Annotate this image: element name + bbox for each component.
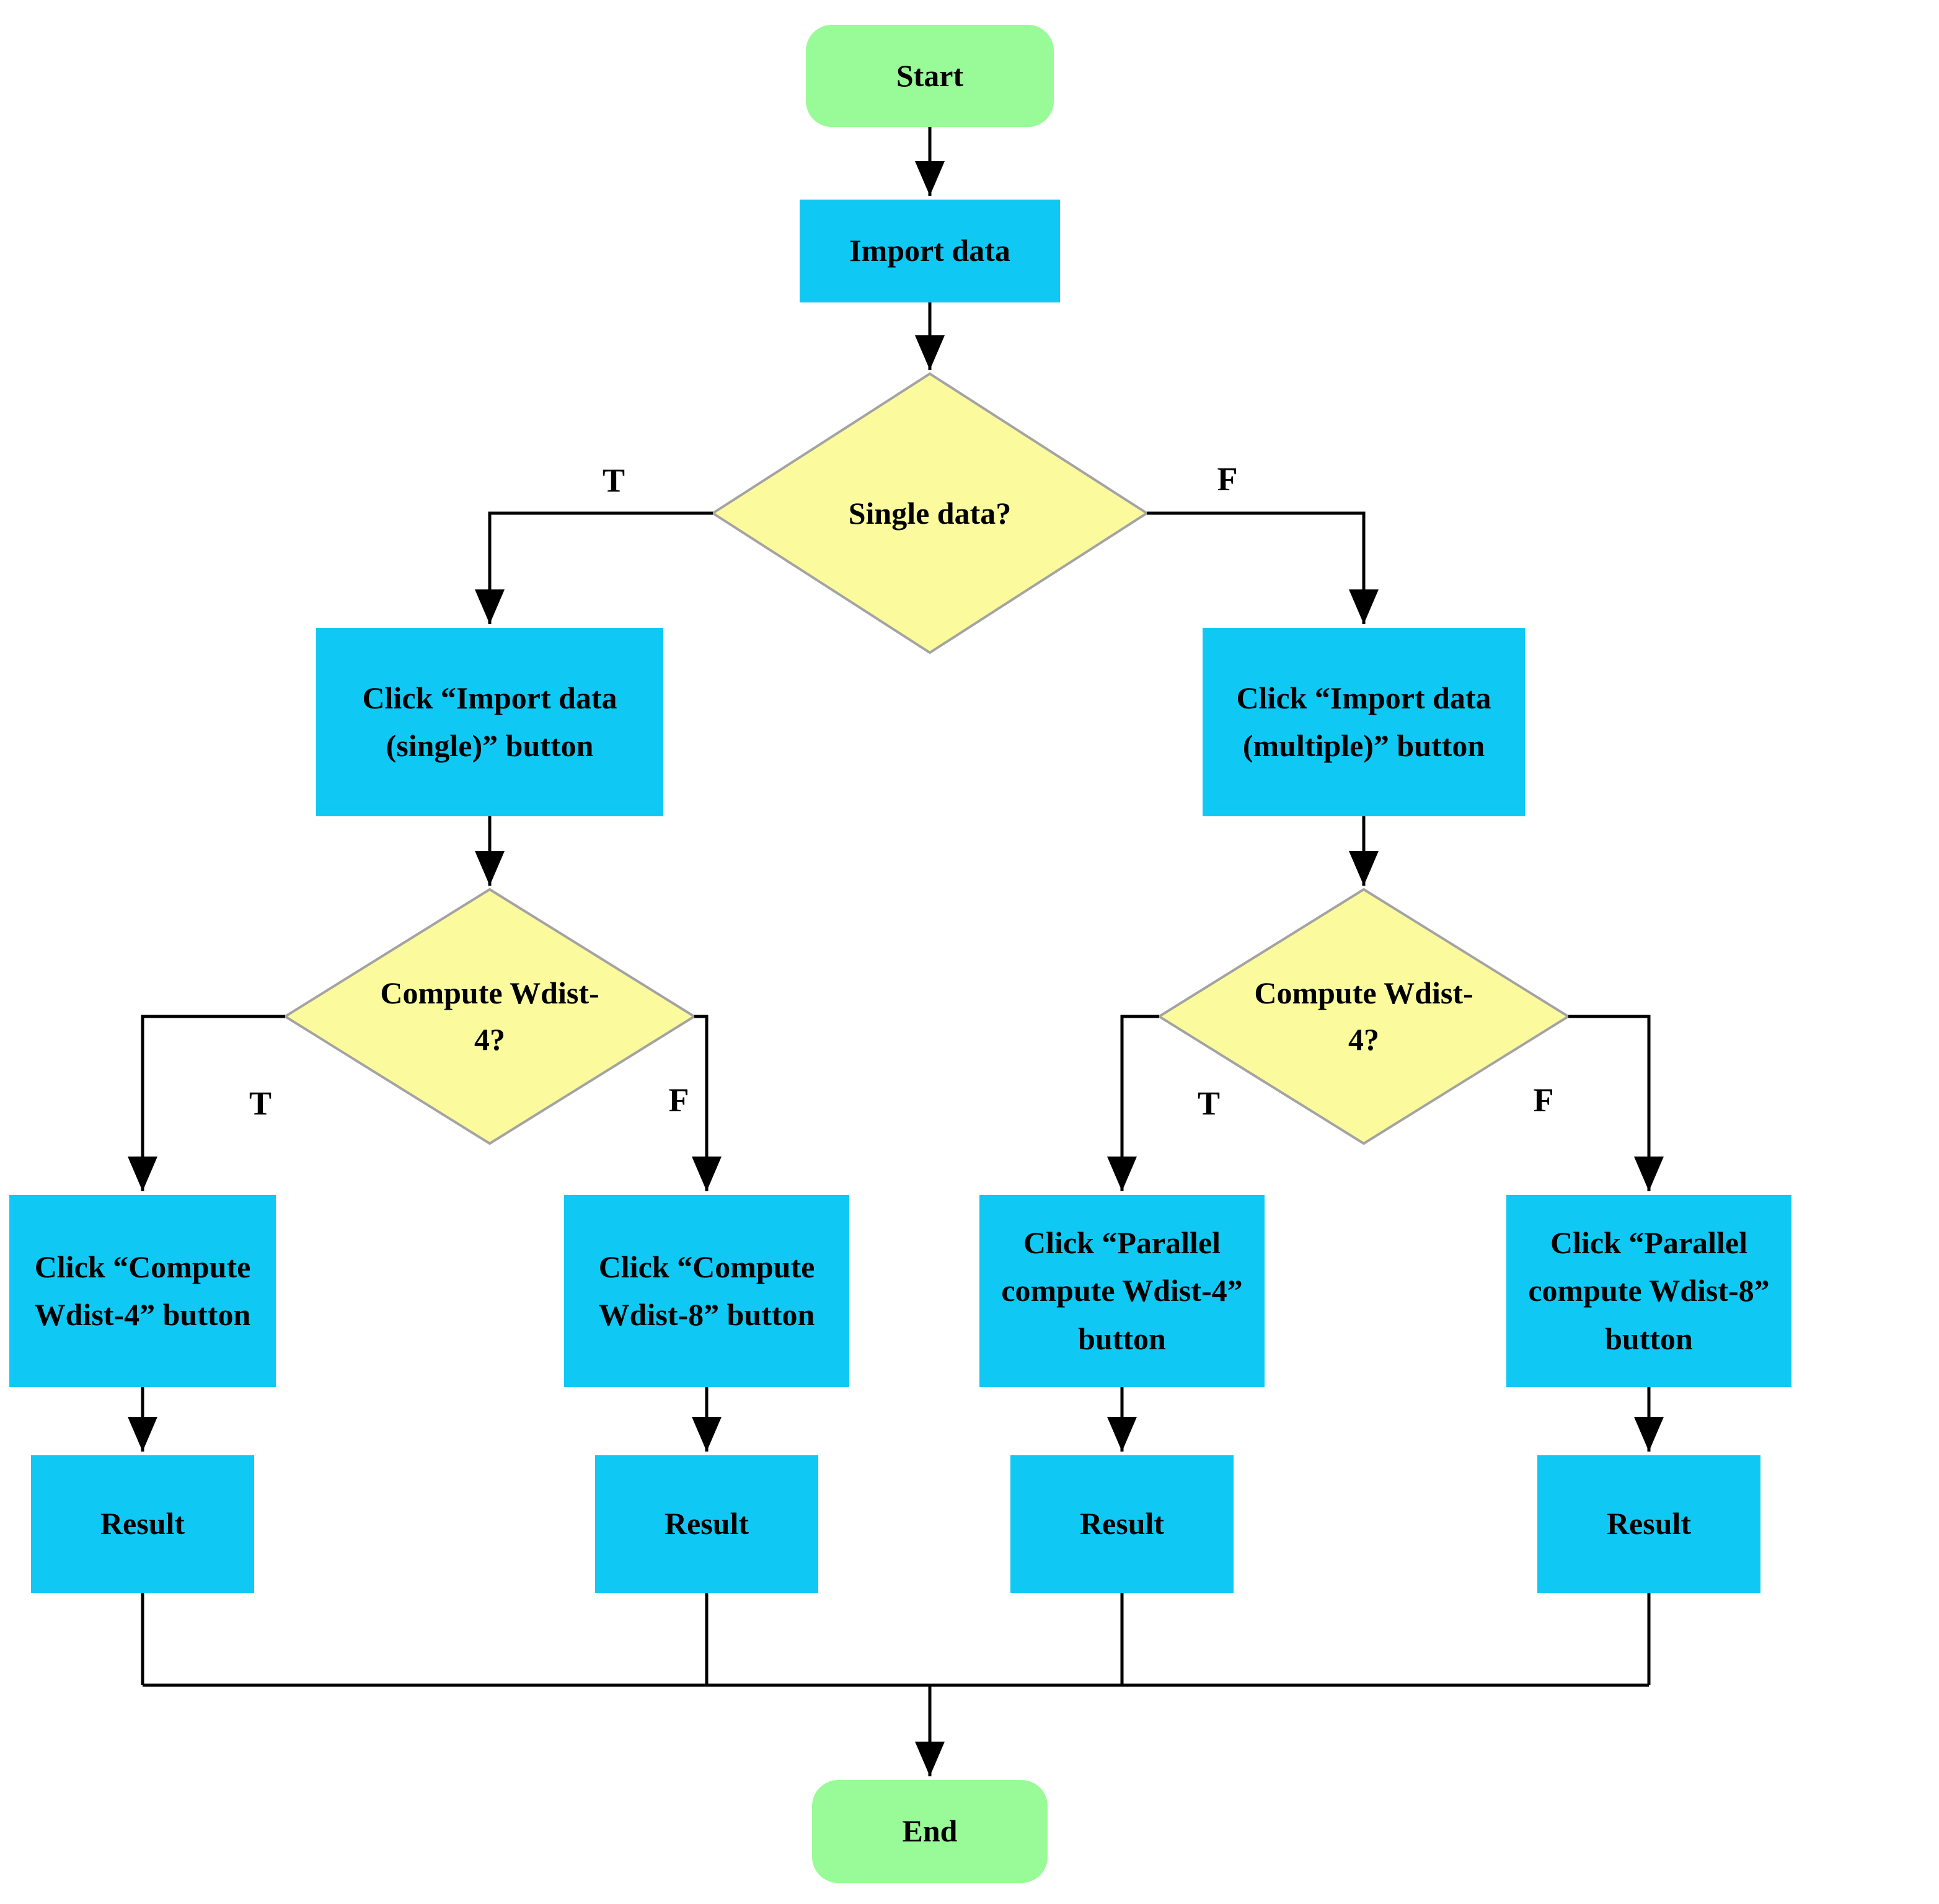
connector-decision-false-to-import-multiple xyxy=(1147,511,1379,624)
connector-right-decision-true-to-parallel4 xyxy=(1107,1015,1159,1191)
decision-shapes xyxy=(283,372,1571,1145)
parallel-compute-wdist4-button-node: Click “Parallel compute Wdist-4” button xyxy=(979,1195,1265,1387)
single-data-decision-text: Single data? xyxy=(848,495,1012,531)
import-multiple-label: Click “Import data (multiple)” button xyxy=(1236,680,1491,764)
import-single-node: Click “Import data (single)” button xyxy=(316,628,663,816)
result-node-2: Result xyxy=(595,1455,818,1593)
start-node: Start xyxy=(806,25,1054,127)
start-label: Start xyxy=(896,58,964,93)
compute-decision-left-text: Compute Wdist-4? xyxy=(380,976,599,1057)
result-node-3: Result xyxy=(1010,1455,1234,1593)
compute-decision-right-label: Compute Wdist-4? xyxy=(1252,942,1475,1091)
single-data-true-branch-label: T xyxy=(602,462,625,499)
compute-left-true-branch-label: T xyxy=(249,1085,272,1122)
compute-wdist4-button-node: Click “Compute Wdist-4” button xyxy=(9,1195,276,1387)
compute-right-false-branch-label: F xyxy=(1533,1082,1554,1119)
compute-decision-left-shape xyxy=(283,888,697,1145)
connectors xyxy=(128,127,1664,1776)
compute-right-true-branch-label: T xyxy=(1197,1085,1221,1122)
import-data-label: Import data xyxy=(849,233,1010,268)
single-data-false-branch-label: F xyxy=(1217,461,1238,498)
connector-decision-true-to-import-single xyxy=(475,511,713,624)
compute-wdist8-button-node: Click “Compute Wdist-8” button xyxy=(564,1195,849,1387)
result-label-3: Result xyxy=(1079,1506,1165,1541)
parallel-compute-wdist8-button-node: Click “Parallel compute Wdist-8” button xyxy=(1506,1195,1791,1387)
result-label-4: Result xyxy=(1606,1506,1692,1541)
end-node: End xyxy=(812,1780,1048,1883)
parallel-compute-wdist8-button-label: Click “Parallel compute Wdist-8” button xyxy=(1528,1225,1770,1356)
result-label-2: Result xyxy=(664,1506,749,1541)
compute-wdist4-button-label: Click “Compute Wdist-4” button xyxy=(34,1249,251,1333)
parallel-compute-wdist4-button-label: Click “Parallel compute Wdist-4” button xyxy=(1001,1225,1243,1356)
single-data-decision-label: Single data? xyxy=(806,459,1054,568)
connector-right-decision-false-to-parallel8 xyxy=(1568,1015,1664,1191)
import-data-node: Import data xyxy=(800,200,1060,302)
result-node-1: Result xyxy=(31,1455,254,1593)
result-label-1: Result xyxy=(100,1506,185,1541)
connector-left-decision-true-to-wdist4 xyxy=(128,1015,285,1191)
compute-decision-right-text: Compute Wdist-4? xyxy=(1254,976,1473,1057)
compute-left-false-branch-label: F xyxy=(668,1082,689,1119)
compute-decision-right-shape xyxy=(1157,888,1571,1145)
connector-left-decision-false-to-wdist8 xyxy=(692,1015,722,1191)
result-node-4: Result xyxy=(1537,1455,1760,1593)
compute-wdist8-button-label: Click “Compute Wdist-8” button xyxy=(598,1249,815,1333)
compute-decision-left-label: Compute Wdist-4? xyxy=(378,942,601,1091)
end-label: End xyxy=(902,1814,958,1849)
import-multiple-node: Click “Import data (multiple)” button xyxy=(1203,628,1525,816)
single-data-decision-shape xyxy=(710,372,1149,654)
import-single-label: Click “Import data (single)” button xyxy=(362,680,617,764)
